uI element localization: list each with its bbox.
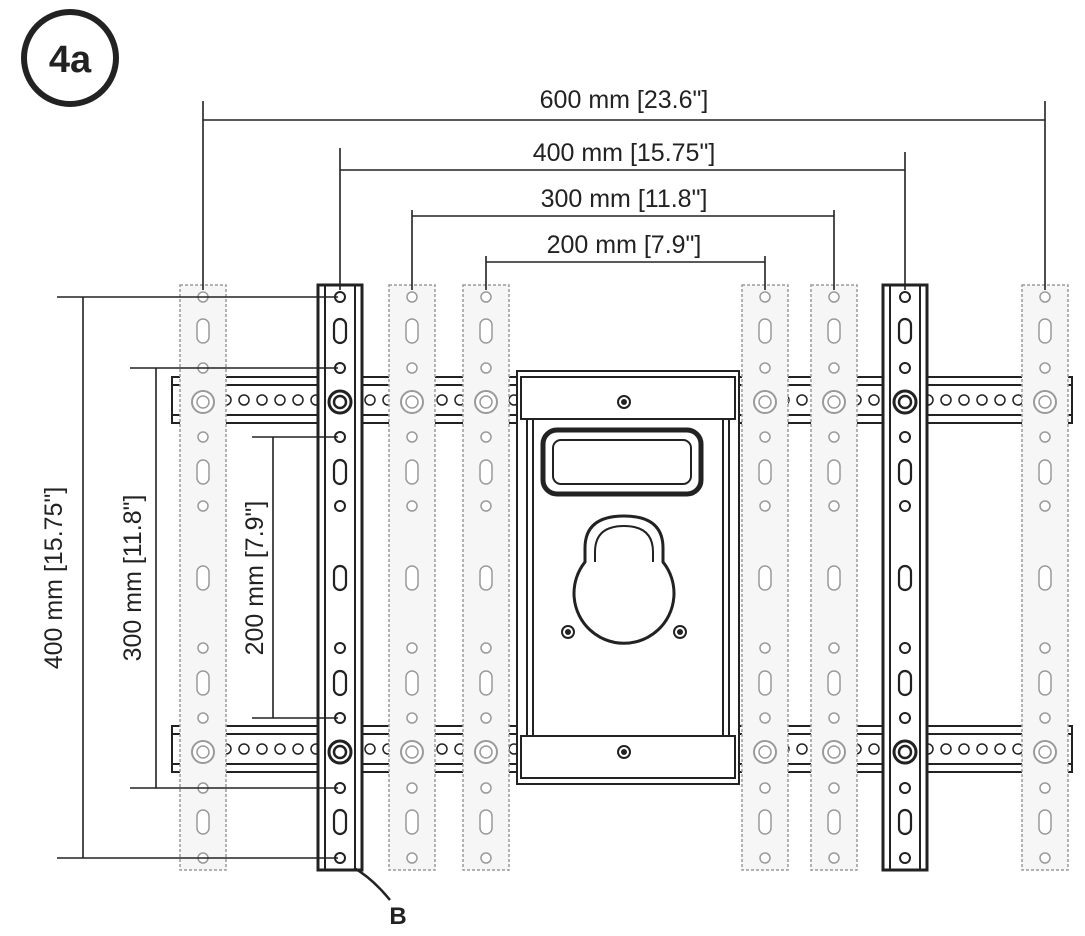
- ghost-bracket: [810, 284, 858, 871]
- solid-bracket: [316, 283, 364, 872]
- ghost-bracket: [388, 284, 436, 871]
- wall-plate: [516, 370, 740, 785]
- ghost-bracket: [179, 284, 227, 871]
- horizontal-dimension-lines: [202, 101, 1046, 290]
- dim-label-600: 600 mm [23.6"]: [540, 86, 709, 114]
- dim-label-200: 200 mm [7.9"]: [547, 231, 702, 259]
- ghost-bracket: [462, 284, 510, 871]
- solid-bracket: [881, 283, 929, 872]
- callout-label: B: [389, 903, 406, 930]
- ghost-bracket: [741, 284, 789, 871]
- dim-label-v200: 200 mm [7.9"]: [241, 501, 269, 656]
- dim-label-300: 300 mm [11.8"]: [541, 185, 708, 213]
- step-label: 4a: [49, 39, 92, 81]
- step-badge: 4a: [21, 9, 119, 107]
- dim-label-v400: 400 mm [15.75"]: [40, 487, 68, 670]
- vertical-dimension-lines: [57, 296, 338, 859]
- keyhole-cutout: [572, 514, 676, 645]
- callout-b: B: [353, 866, 407, 930]
- ghost-bracket: [1021, 284, 1069, 871]
- dim-label-v300: 300 mm [11.8"]: [119, 495, 147, 662]
- solid-brackets: [316, 283, 929, 872]
- dim-label-400: 400 mm [15.75"]: [533, 139, 716, 167]
